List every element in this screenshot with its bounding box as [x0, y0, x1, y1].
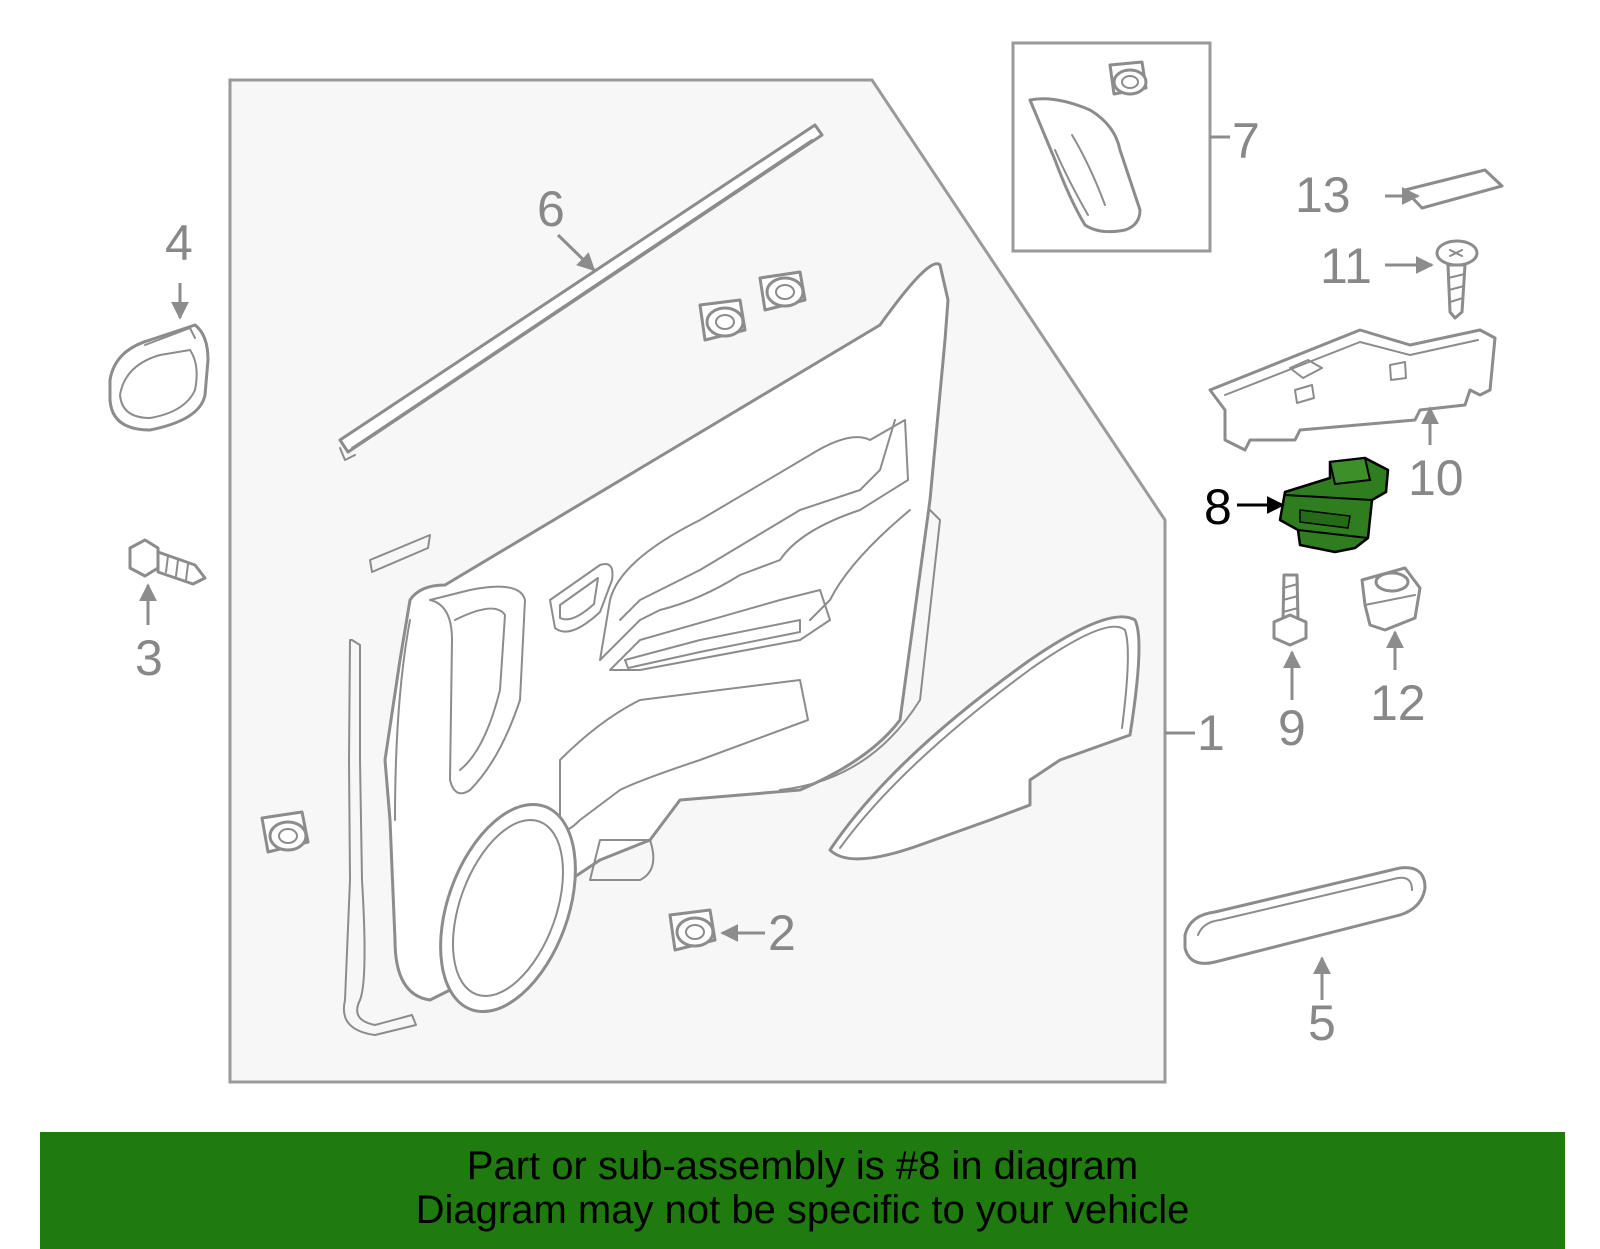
- part-4-inside-handle: [108, 323, 210, 432]
- part-11-screw: [1435, 239, 1479, 320]
- part-2-clip: [668, 908, 717, 952]
- banner-line-1: Part or sub-assembly is #8 in diagram: [466, 1144, 1139, 1188]
- callout-13: 13: [1295, 167, 1351, 223]
- part-13-pad: [1403, 168, 1504, 210]
- part-10-switch-bezel: [1208, 328, 1497, 452]
- part-3-screw: [128, 538, 207, 586]
- clip-top-a: [698, 298, 747, 342]
- callout-8[interactable]: 8: [1204, 479, 1232, 535]
- part-5-reflector: [1183, 866, 1427, 965]
- clip-top-b: [758, 270, 807, 312]
- part-12-retainer: [1360, 566, 1422, 632]
- part-9-screw: [1272, 573, 1308, 647]
- callout-2: 2: [768, 905, 796, 961]
- callout-9: 9: [1278, 700, 1306, 756]
- callout-10: 10: [1408, 450, 1464, 506]
- info-banner: Part or sub-assembly is #8 in diagram Di…: [40, 1132, 1565, 1249]
- banner-line-2: Diagram may not be specific to your vehi…: [415, 1188, 1190, 1232]
- part-1-door-trim-panel: [369, 262, 950, 1014]
- callout-6: 6: [537, 181, 565, 237]
- door-armrest-pad: [828, 615, 1141, 861]
- part-8-window-switch-highlighted[interactable]: [1278, 456, 1390, 554]
- clip-left: [260, 810, 310, 854]
- part-6-weatherstrip: [338, 123, 824, 461]
- callout-12: 12: [1370, 675, 1426, 731]
- part-7-inset-box: [1011, 41, 1212, 253]
- door-seal-strip: [342, 639, 417, 1036]
- callout-1: 1: [1197, 705, 1225, 761]
- callout-5: 5: [1308, 995, 1336, 1051]
- leader-lines: [139, 135, 1439, 1000]
- callout-11: 11: [1320, 238, 1372, 294]
- callout-3: 3: [135, 630, 163, 686]
- callout-7: 7: [1232, 113, 1260, 169]
- callout-4: 4: [165, 215, 193, 271]
